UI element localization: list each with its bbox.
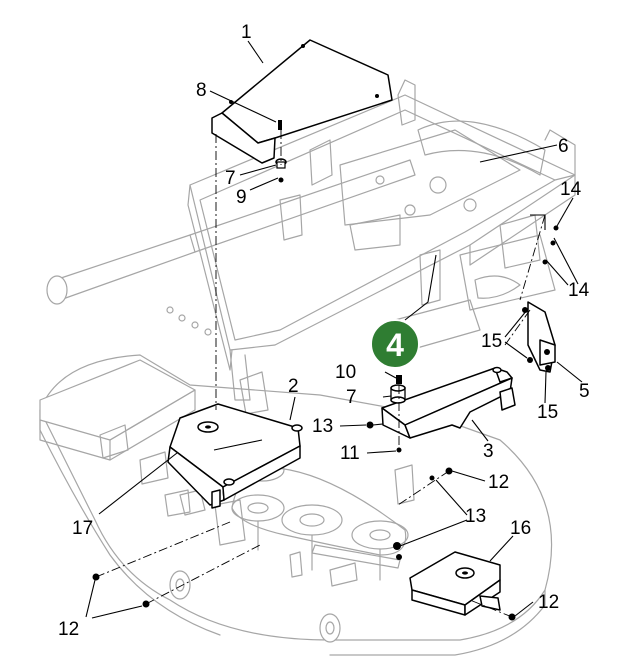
callout-13: 13 <box>312 416 333 437</box>
step-badge-number: 4 <box>386 327 404 363</box>
assembly-center-lines <box>95 130 546 618</box>
part-17-left-deck-cover <box>167 403 303 509</box>
callout-7: 7 <box>225 168 236 189</box>
callout-12: 12 <box>488 472 509 493</box>
callout-6: 6 <box>558 136 569 157</box>
callout-14: 14 <box>568 280 590 301</box>
callout-15: 15 <box>537 402 558 423</box>
part-8-screw <box>278 120 282 130</box>
callout-17: 17 <box>72 518 93 539</box>
callout-8: 8 <box>196 80 207 101</box>
part-5-bracket <box>522 301 556 373</box>
step-4-badge: 4 <box>370 319 420 369</box>
part-3-belt-cover <box>381 366 516 439</box>
callout-13: 13 <box>465 506 486 527</box>
callout-12: 12 <box>58 619 79 640</box>
callout-9: 9 <box>236 187 247 208</box>
callout-12: 12 <box>538 592 559 613</box>
callout-3: 3 <box>483 441 494 462</box>
callout-labels: 1 8 7 9 6 14 14 15 15 5 2 10 7 13 11 3 1… <box>58 22 590 640</box>
callout-14: 14 <box>560 179 582 200</box>
callout-2: 2 <box>288 376 299 397</box>
callout-5: 5 <box>579 381 590 402</box>
part-10-7-spacer <box>390 375 406 404</box>
part-7-9-nut-washer <box>275 158 287 183</box>
mower-deck-ghost <box>39 354 553 656</box>
mower-frame-ghost <box>46 79 576 415</box>
callout-11: 11 <box>340 443 360 464</box>
callout-7: 7 <box>346 387 357 408</box>
part-16-right-deck-cover <box>409 551 501 616</box>
callout-10: 10 <box>335 362 356 383</box>
part-1-belt-cover <box>211 39 393 164</box>
callout-15: 15 <box>481 331 502 352</box>
callout-16: 16 <box>510 518 531 539</box>
callout-1: 1 <box>241 22 252 43</box>
leader-lines <box>85 40 583 619</box>
